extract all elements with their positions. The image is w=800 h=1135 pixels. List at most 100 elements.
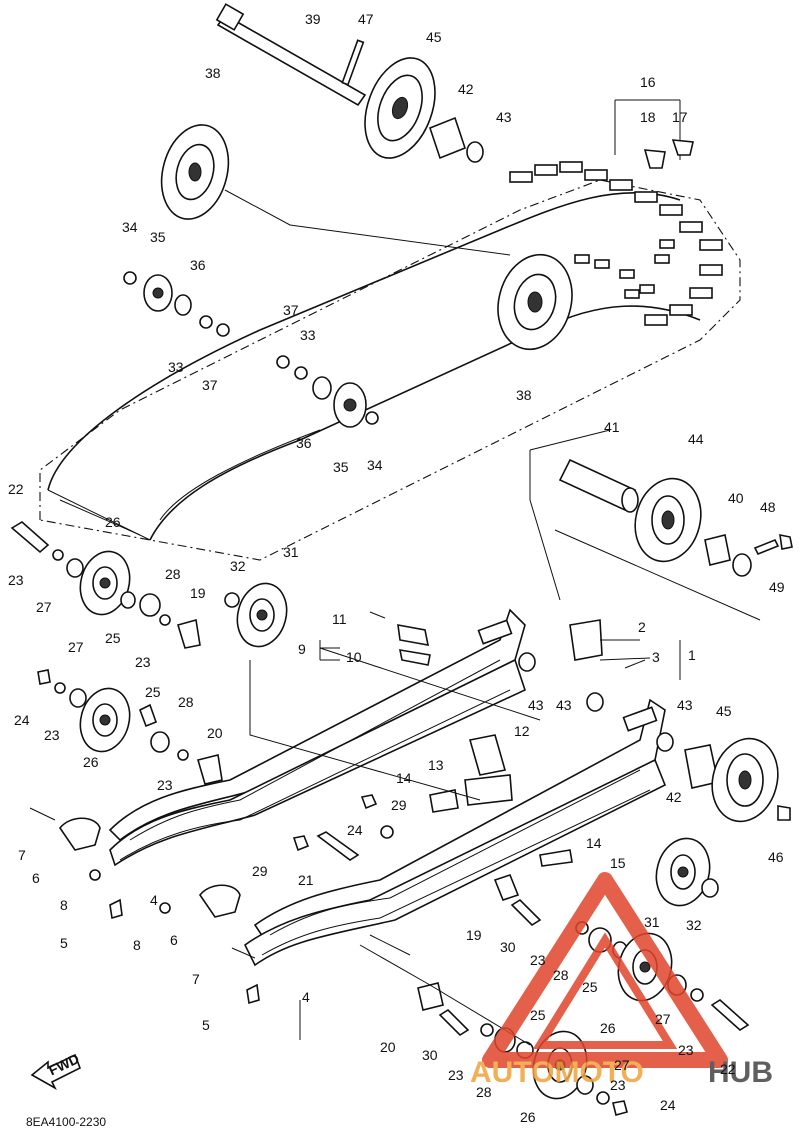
center-brackets <box>369 611 646 867</box>
callout-25: 25 <box>530 1007 546 1023</box>
callout-39: 39 <box>305 11 321 27</box>
callout-31: 31 <box>283 544 299 560</box>
callout-43: 43 <box>556 697 572 713</box>
left-slide-rail <box>108 608 526 867</box>
callout-23: 23 <box>8 572 24 588</box>
callout-35: 35 <box>333 459 349 475</box>
callout-38: 38 <box>516 387 532 403</box>
callout-26: 26 <box>105 514 121 530</box>
fwd-arrow: FWD <box>30 1050 82 1090</box>
front-wheels-left <box>10 521 288 785</box>
callout-44: 44 <box>688 431 704 447</box>
callout-28: 28 <box>178 694 194 710</box>
callout-25: 25 <box>105 630 121 646</box>
callout-23: 23 <box>530 952 546 968</box>
callout-23: 23 <box>678 1042 694 1058</box>
watermark-logo: AUTOMOTO HUB <box>470 872 773 1089</box>
callout-28: 28 <box>165 566 181 582</box>
callout-16: 16 <box>640 74 656 90</box>
rear-axle-parts <box>518 652 791 823</box>
callout-12: 12 <box>514 723 530 739</box>
callout-7: 7 <box>18 847 26 863</box>
callout-8: 8 <box>60 897 68 913</box>
callout-33: 33 <box>168 359 184 375</box>
callout-21: 21 <box>298 872 314 888</box>
callout-27: 27 <box>36 599 52 615</box>
front-guides <box>29 807 260 1005</box>
callout-5: 5 <box>202 1017 210 1033</box>
callout-2: 2 <box>638 619 646 635</box>
track-lugs <box>509 161 723 326</box>
right-slide-rail <box>243 698 667 967</box>
callout-27: 27 <box>655 1011 671 1027</box>
callout-20: 20 <box>207 725 223 741</box>
leader-lines <box>249 639 681 1040</box>
callout-46: 46 <box>768 849 784 865</box>
callout-27: 27 <box>68 639 84 655</box>
callout-4: 4 <box>150 892 158 908</box>
callout-11: 11 <box>332 611 347 627</box>
track-belt <box>39 161 741 561</box>
callout-42: 42 <box>666 789 682 805</box>
callout-20: 20 <box>380 1039 396 1055</box>
callout-1: 1 <box>688 647 696 663</box>
callout-23: 23 <box>610 1077 626 1093</box>
callout-28: 28 <box>476 1084 492 1100</box>
callout-6: 6 <box>32 870 40 886</box>
callout-29: 29 <box>252 863 268 879</box>
callout-33: 33 <box>300 327 316 343</box>
watermark-text-left: AUTOMOTO <box>470 1056 644 1089</box>
callout-8: 8 <box>133 937 141 953</box>
diagram-code: 8EA4100-2230 <box>26 1115 106 1129</box>
callout-26: 26 <box>83 754 99 770</box>
callout-19: 19 <box>466 927 482 943</box>
callout-26: 26 <box>520 1109 536 1125</box>
callout-32: 32 <box>686 917 702 933</box>
callout-3: 3 <box>652 649 660 665</box>
rear-idler-assembly <box>529 429 793 621</box>
callout-49: 49 <box>769 579 785 595</box>
callout-23: 23 <box>135 654 151 670</box>
callout-24: 24 <box>660 1097 676 1113</box>
callout-43: 43 <box>496 109 512 125</box>
callout-45: 45 <box>426 29 442 45</box>
callout-27: 27 <box>614 1057 630 1073</box>
callout-31: 31 <box>644 914 660 930</box>
callout-23: 23 <box>157 777 173 793</box>
callout-14: 14 <box>396 770 412 786</box>
upper-shaft-assembly <box>160 3 694 256</box>
callout-37: 37 <box>202 377 218 393</box>
callout-25: 25 <box>582 979 598 995</box>
callout-34: 34 <box>367 457 383 473</box>
callout-24: 24 <box>14 712 30 728</box>
callout-36: 36 <box>296 435 312 451</box>
callout-15: 15 <box>610 855 626 871</box>
callout-41: 41 <box>604 419 620 435</box>
callout-30: 30 <box>422 1047 438 1063</box>
callout-4: 4 <box>302 989 310 1005</box>
callout-9: 9 <box>298 641 306 657</box>
callout-13: 13 <box>428 757 444 773</box>
callout-48: 48 <box>760 499 776 515</box>
mid-wheel-assembly <box>123 253 573 428</box>
callout-5: 5 <box>60 935 68 951</box>
callout-47: 47 <box>358 11 374 27</box>
callout-7: 7 <box>192 971 200 987</box>
callout-29: 29 <box>391 797 407 813</box>
callout-18: 18 <box>640 109 656 125</box>
callout-30: 30 <box>500 939 516 955</box>
callout-14: 14 <box>586 835 602 851</box>
callout-24: 24 <box>347 822 363 838</box>
watermark-text-right: HUB <box>708 1056 773 1089</box>
callout-10: 10 <box>346 649 362 665</box>
callout-26: 26 <box>600 1020 616 1036</box>
callout-23: 23 <box>448 1067 464 1083</box>
callout-23: 23 <box>44 727 60 743</box>
callout-6: 6 <box>170 932 178 948</box>
callout-35: 35 <box>150 229 166 245</box>
callout-43: 43 <box>677 697 693 713</box>
callout-25: 25 <box>145 684 161 700</box>
callout-40: 40 <box>728 490 744 506</box>
